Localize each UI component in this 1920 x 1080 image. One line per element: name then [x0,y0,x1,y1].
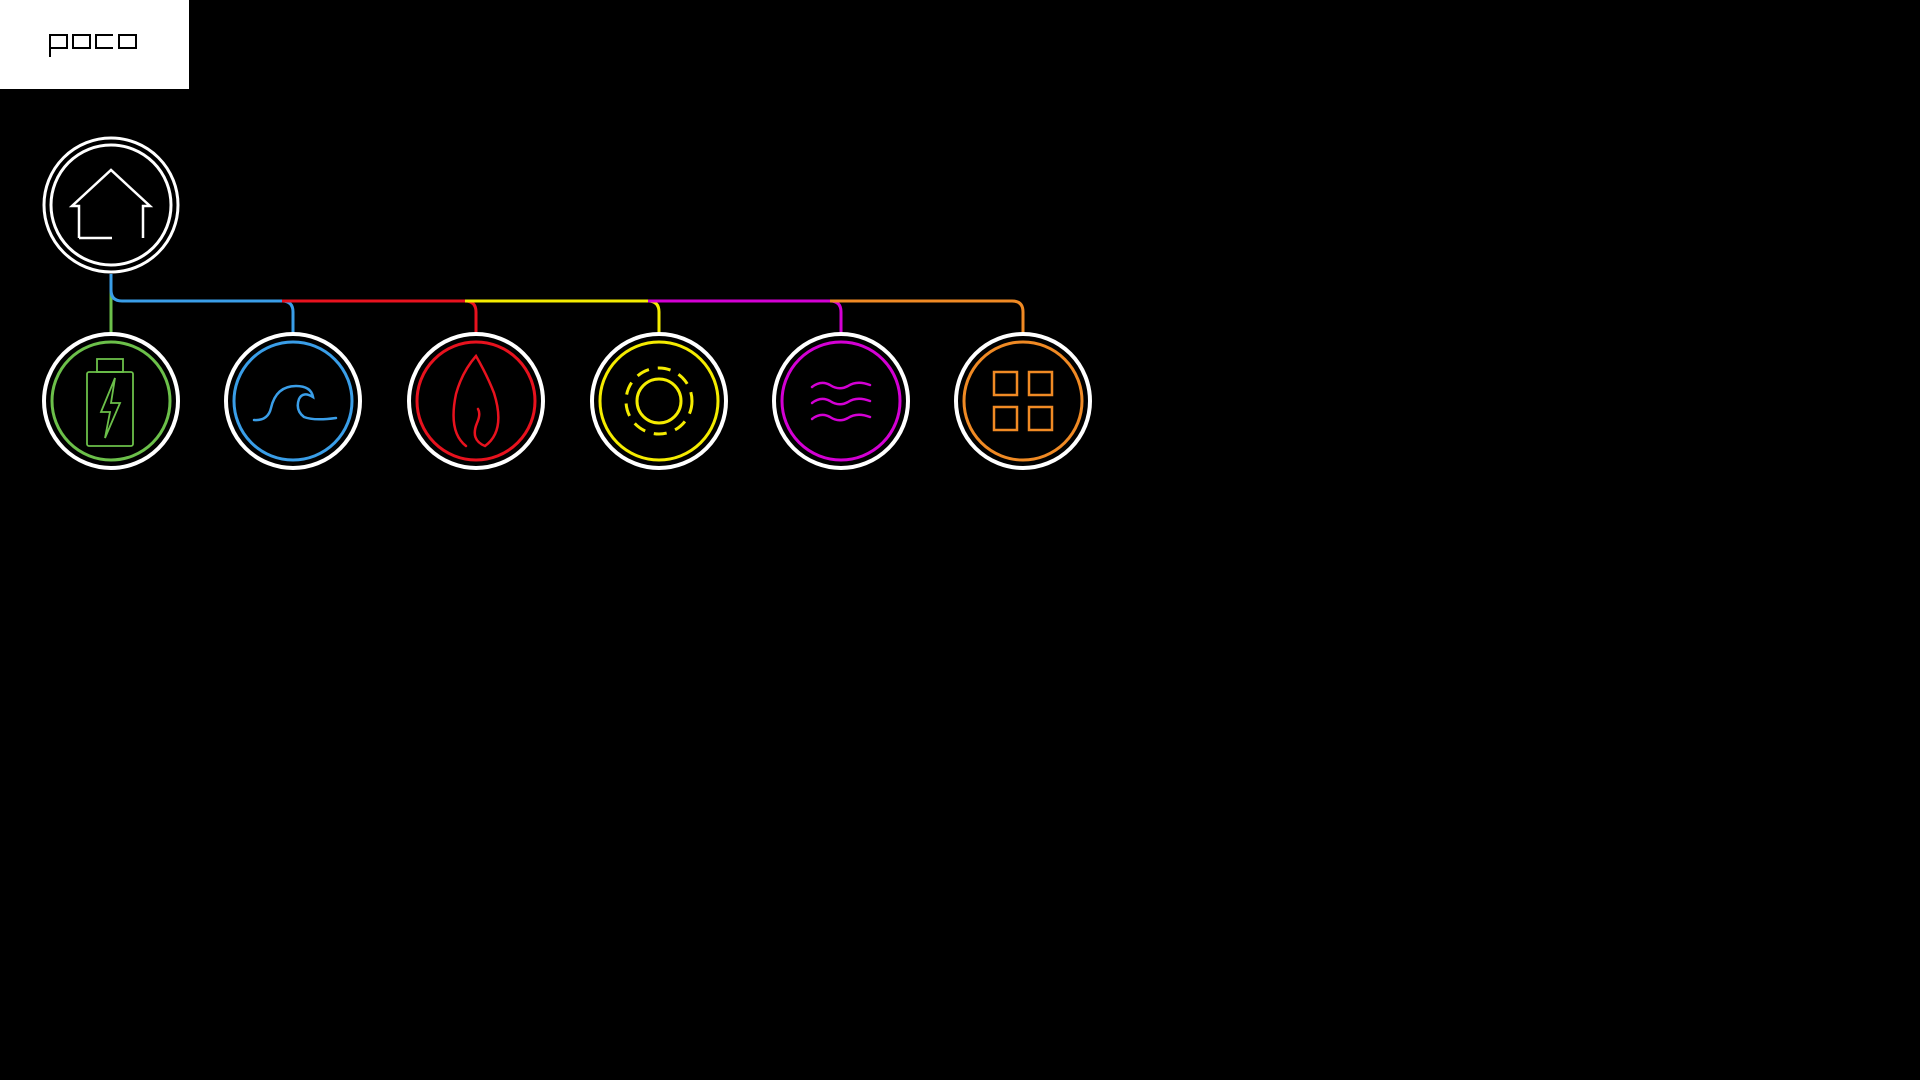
home-node[interactable] [42,136,180,274]
grid-icon [992,370,1054,432]
connectors [109,274,1025,334]
wave-icon [252,384,338,422]
category-water[interactable] [224,332,362,470]
poco-logo-box[interactable]: poco [0,0,189,89]
category-other[interactable] [954,332,1092,470]
battery-bolt-icon [86,358,134,447]
category-energy[interactable] [42,332,180,470]
sun-ring-icon [624,366,694,436]
air-waves-icon [810,381,872,422]
flame-icon [452,353,500,448]
house-icon [68,168,154,240]
connector-air [648,299,843,334]
category-air[interactable] [772,332,910,470]
category-heating[interactable] [407,332,545,470]
connector-light [465,299,661,334]
connector-other [830,299,1025,334]
poco-logo: poco [49,34,137,57]
category-light[interactable] [590,332,728,470]
connector-heating [282,299,478,334]
connector-water [109,274,295,334]
